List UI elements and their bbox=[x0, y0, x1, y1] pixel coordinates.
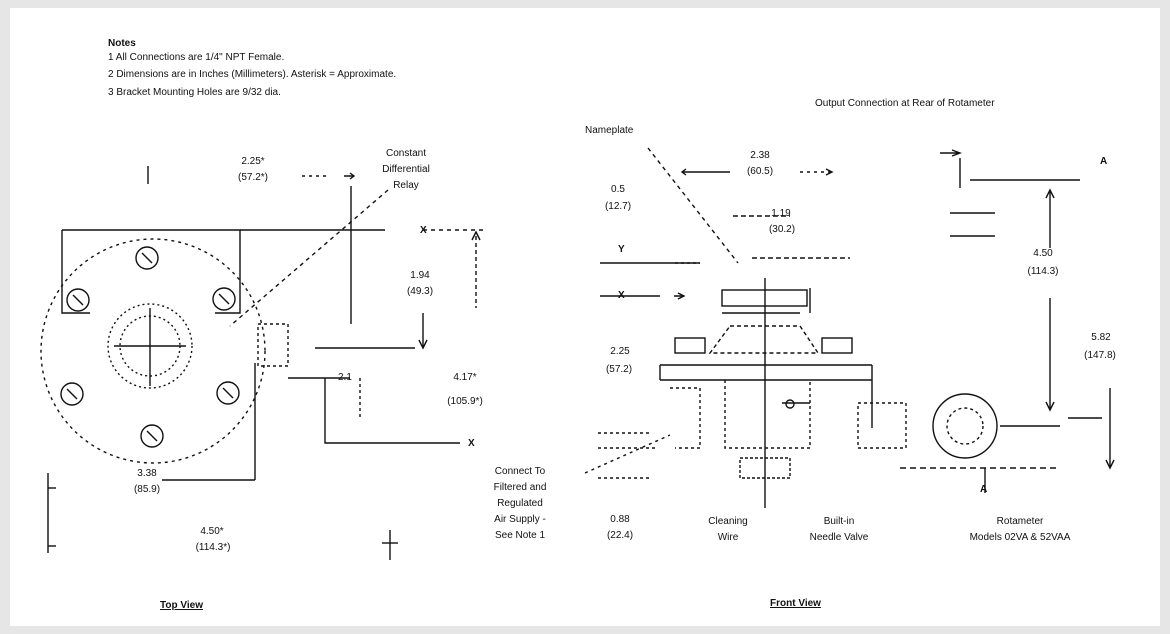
dim-119-mm: (30.2) bbox=[768, 224, 796, 235]
dim-417-inch: 4.17* bbox=[453, 372, 477, 383]
center-boss-circle bbox=[107, 303, 193, 389]
dim-238-mm: (60.5) bbox=[746, 166, 774, 177]
constant-label-1: Constant bbox=[385, 148, 427, 159]
rotameter-label-2: Models 02VA & 52VAA bbox=[969, 532, 1071, 543]
rotameter-outer-circle bbox=[932, 393, 998, 459]
letter-a-bottom: A bbox=[980, 484, 988, 495]
dim-450-front-mm: (114.3) bbox=[1027, 266, 1059, 277]
bolt-hole-upper-left bbox=[66, 288, 90, 312]
technical-drawing bbox=[40, 147, 1115, 560]
constant-label-2: Differential bbox=[382, 164, 430, 175]
rotameter-label-1: Rotameter bbox=[996, 516, 1044, 527]
note-2: 2 Dimensions are in Inches (Millimeters)… bbox=[108, 69, 397, 80]
dim-338-inch: 3.38 bbox=[137, 468, 157, 479]
letter-x-left: X bbox=[618, 290, 625, 301]
builtin-valve-label-2: Needle Valve bbox=[809, 532, 869, 543]
note-1: 1 All Connections are 1/4" NPT Female. bbox=[108, 52, 285, 63]
dim-582-mm: (147.8) bbox=[1084, 350, 1116, 361]
drawing-panel: Notes 1 All Connections are 1/4" NPT Fem… bbox=[10, 8, 1160, 626]
letter-x-bottom: X bbox=[468, 438, 475, 449]
nameplate-label: Nameplate bbox=[585, 125, 634, 136]
dim-582-inch: 5.82 bbox=[1091, 332, 1111, 343]
dim-088-inch: 0.88 bbox=[610, 514, 630, 525]
rotameter-connector bbox=[857, 402, 907, 449]
dim-450-mm: (114.3*) bbox=[195, 542, 231, 553]
dim-05-inch: 0.5 bbox=[611, 184, 625, 195]
connect-label-1: Connect To bbox=[494, 466, 546, 477]
body-outline-circle bbox=[40, 238, 266, 464]
connect-label-4: Air Supply - bbox=[494, 514, 546, 525]
dim-338-mm: (85.9) bbox=[133, 484, 161, 495]
output-connection-label: Output Connection at Rear of Rotameter bbox=[815, 98, 995, 109]
bolt-hole-top bbox=[135, 246, 159, 270]
dim-417-mm: (105.9*) bbox=[447, 396, 483, 407]
dim-450-inch: 4.50* bbox=[200, 526, 224, 537]
dim-small: 2.1 bbox=[338, 372, 352, 383]
bolt-hole-lower-right bbox=[216, 381, 240, 405]
cleaning-wire-label-2: Wire bbox=[717, 532, 739, 543]
left-port bbox=[674, 337, 706, 354]
dim-194-inch: 1.94 bbox=[410, 270, 430, 281]
dim-225-inch: 2.25* bbox=[241, 156, 265, 167]
dim-225-front-inch: 2.25 bbox=[610, 346, 630, 357]
rotameter-inner-circle bbox=[946, 407, 984, 445]
bolt-hole-lower-left bbox=[60, 382, 84, 406]
note-3: 3 Bracket Mounting Holes are 9/32 dia. bbox=[108, 87, 281, 98]
constant-label-3: Relay bbox=[393, 180, 419, 191]
letter-a-top: A bbox=[1100, 156, 1108, 167]
connect-label-5: See Note 1 bbox=[494, 530, 546, 541]
bolt-hole-bottom bbox=[140, 424, 164, 448]
dim-450-front-inch: 4.50 bbox=[1033, 248, 1053, 259]
connect-label-3: Regulated bbox=[497, 498, 543, 509]
dim-225-front-mm: (57.2) bbox=[605, 364, 633, 375]
notes-title: Notes bbox=[108, 38, 136, 49]
builtin-valve-label-1: Built-in bbox=[823, 516, 855, 527]
relay-block bbox=[257, 323, 289, 367]
letter-x-top: X bbox=[420, 225, 427, 236]
dim-119-inch: 1.19 bbox=[771, 208, 791, 219]
mounting-bracket bbox=[61, 229, 241, 314]
dim-238-inch: 2.38 bbox=[750, 150, 770, 161]
connect-label-2: Filtered and bbox=[493, 482, 547, 493]
cleaning-wire-label-1: Cleaning bbox=[708, 516, 748, 527]
dim-05-mm: (12.7) bbox=[604, 201, 632, 212]
front-view-graphic bbox=[584, 147, 1115, 508]
dim-194-mm: (49.3) bbox=[406, 286, 434, 297]
top-view-caption: Top View bbox=[160, 600, 203, 611]
letter-y-left: Y bbox=[618, 244, 625, 255]
dim-088-mm: (22.4) bbox=[606, 530, 634, 541]
dim-225-mm: (57.2*) bbox=[237, 172, 268, 183]
needle-valve-body bbox=[739, 457, 791, 479]
right-port bbox=[821, 337, 853, 354]
front-view-caption: Front View bbox=[770, 598, 821, 609]
top-view-graphic bbox=[40, 166, 485, 560]
bolt-hole-upper-right bbox=[212, 287, 236, 311]
